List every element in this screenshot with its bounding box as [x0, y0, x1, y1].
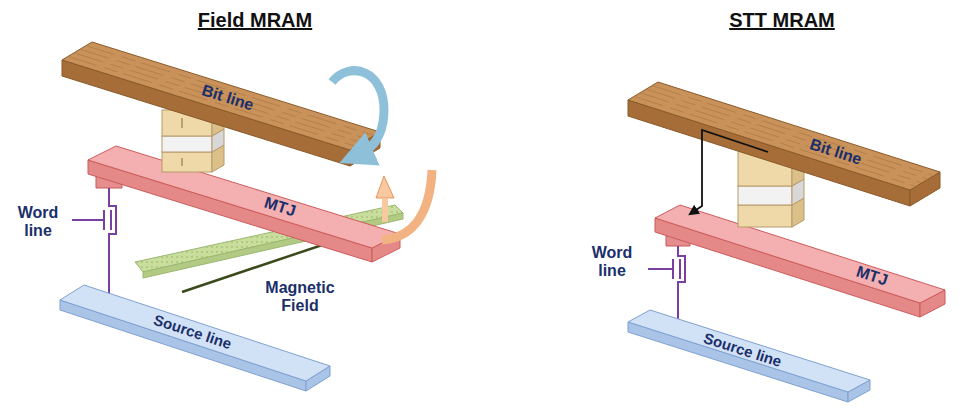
conductor-bar: Source line [626, 308, 872, 404]
part-label: Word line [10, 204, 66, 239]
access-transistor [648, 246, 685, 322]
bar-shape [626, 80, 942, 208]
panel-title: STT MRAM [729, 9, 835, 31]
conductor-bar: Bit line [626, 80, 942, 208]
access-transistor [72, 188, 116, 296]
part-label: Magnetic Field [255, 279, 345, 314]
current-path [690, 130, 768, 214]
part-label: Word line [584, 244, 640, 279]
conductor-bar: Bit line [60, 40, 382, 168]
panel-title: Field MRAM [198, 9, 312, 31]
rotation-arrow [376, 170, 432, 240]
rotation-arrow [332, 71, 384, 156]
